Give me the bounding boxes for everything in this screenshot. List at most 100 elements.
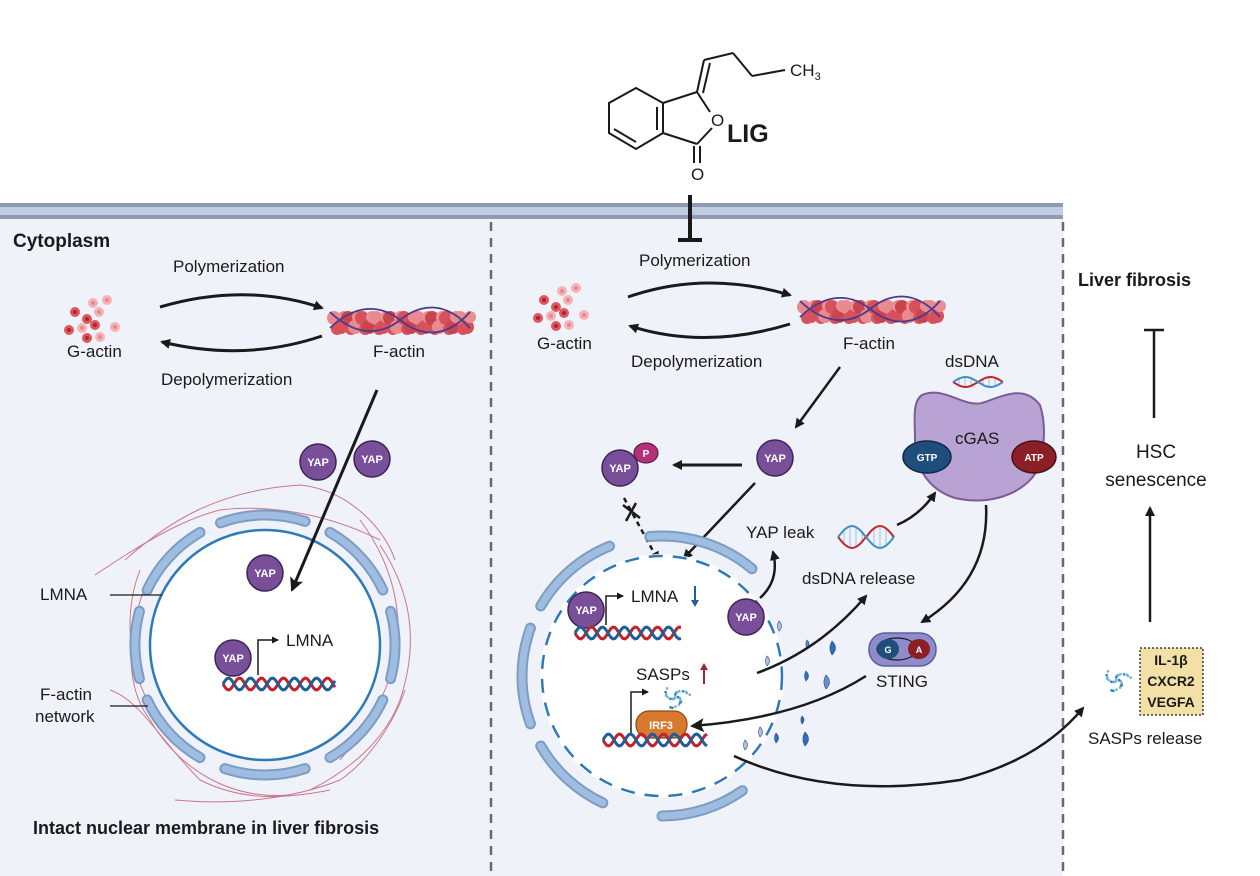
- f-actin-label-left: F-actin: [373, 342, 425, 361]
- particle: [677, 703, 681, 706]
- dsdna-label: dsDNA: [945, 352, 1000, 371]
- released-dsdna-icon: [837, 524, 895, 550]
- yap-circle: [727, 598, 765, 636]
- particle: [1114, 680, 1118, 683]
- f-actin-strand: [799, 295, 941, 321]
- sting-to-irf3-arrow: [690, 674, 867, 733]
- liver-fibrosis-label: Liver fibrosis: [1078, 270, 1191, 290]
- gtp-molecule: [902, 440, 952, 474]
- dsdna-release-label: dsDNA release: [802, 569, 915, 588]
- lamina-fragment: [777, 620, 782, 632]
- lig-carbonyl-oxygen: O: [691, 165, 704, 184]
- particle: [1105, 673, 1108, 677]
- atp-label: ATP: [1024, 453, 1044, 464]
- yap-leak-label: YAP leak: [746, 523, 815, 542]
- lig-label: LIG: [727, 120, 769, 148]
- dna-strand: [221, 676, 337, 692]
- particle: [688, 693, 691, 696]
- depolymerization-label-left: Depolymerization: [161, 370, 292, 389]
- sting-g-subunit: [877, 639, 899, 659]
- lmna-gene-label-left: LMNA: [286, 631, 334, 650]
- cell-membrane: [0, 203, 1063, 219]
- sasps-release-label: SASPs release: [1088, 729, 1202, 748]
- sasp-factor-item: VEGFA: [1147, 694, 1194, 710]
- particle: [1117, 678, 1121, 682]
- particle: [1112, 680, 1116, 684]
- nuclear-envelope-ruptured: [540, 554, 784, 798]
- sasps-up-arrow-icon: [700, 663, 708, 684]
- yap-circle: [601, 449, 639, 487]
- yap-protein-icon: YAP: [567, 591, 605, 629]
- yap-label: YAP: [609, 463, 631, 475]
- lamina-fragment: [765, 655, 770, 667]
- lmna-callout-label: LMNA: [40, 585, 88, 604]
- f-actin-bead: [930, 309, 944, 323]
- sasp-factors-box: [1139, 647, 1204, 716]
- particle: [1110, 680, 1113, 684]
- yap-circle: [214, 639, 252, 677]
- transcription-arrow-left: [257, 636, 279, 675]
- lamina-fragment: [804, 670, 809, 682]
- dna-strand: [601, 732, 708, 748]
- dna-helix-left: [221, 676, 337, 692]
- f-actin-filament-icon: [797, 295, 946, 324]
- irf3-protein: [635, 710, 688, 739]
- particle: [1118, 686, 1122, 689]
- particle: [669, 706, 672, 709]
- gtp-label: GTP: [917, 453, 938, 464]
- f-actin-filament-icon: [327, 306, 476, 335]
- particle: [665, 687, 669, 690]
- cgas-enzyme: [913, 391, 1045, 502]
- particle: [1129, 676, 1132, 679]
- particle: [1115, 688, 1118, 691]
- particle: [679, 698, 682, 702]
- left-panel-caption: Intact nuclear membrane in liver fibrosi…: [33, 818, 379, 838]
- sasp-particles-icon: [664, 687, 691, 710]
- lig-inhibition-arrow: [678, 195, 702, 242]
- lamina-fragment: [800, 715, 805, 725]
- inhibition-arrow-hsc-to-fibrosis: [1144, 328, 1164, 418]
- yap-circle: [299, 443, 337, 481]
- f-actin-network-label-line1: F-actin: [40, 685, 92, 704]
- yap-label: YAP: [307, 457, 329, 469]
- sasp-factor-item: CXCR2: [1147, 673, 1195, 689]
- particle: [1126, 674, 1130, 678]
- factin-to-nucleus-arrow-left: [290, 389, 379, 592]
- particle: [678, 689, 681, 693]
- particle: [669, 697, 672, 701]
- lmna-down-arrow-icon: [691, 586, 699, 607]
- yap-circle: [246, 554, 284, 592]
- particle: [674, 705, 677, 708]
- particle: [678, 701, 682, 704]
- cgas-to-sting-arrow: [920, 504, 988, 624]
- particle: [671, 697, 675, 701]
- particle: [1106, 676, 1109, 679]
- yap-label: YAP: [222, 653, 244, 665]
- depolymerization-arrow-mid: [628, 322, 791, 340]
- polymerization-label-mid: Polymerization: [639, 251, 751, 270]
- lmna-gene-label-mid: LMNA: [631, 587, 679, 606]
- particle: [1122, 673, 1126, 676]
- yap-circle: [567, 591, 605, 629]
- particle: [1117, 674, 1120, 677]
- lamina-segments-ruptured: [516, 530, 758, 822]
- leaking-yap-icon: YAP: [727, 598, 765, 636]
- sting-a-label: A: [916, 645, 923, 655]
- yap-leak-arrow: [759, 550, 780, 599]
- lig-ch3-label: CH3: [790, 61, 821, 83]
- sting-g-label: G: [884, 645, 891, 655]
- particle: [1119, 684, 1123, 687]
- dsdna-to-cgas-arrow: [896, 491, 937, 527]
- yap-protein-icon: YAP: [214, 639, 252, 677]
- lig-chemical-structure: [608, 52, 786, 163]
- sasp-particles-icon: [1105, 670, 1132, 693]
- phospho-yap-icon: YAP: [601, 449, 639, 487]
- factin-to-yap-arrow: [794, 366, 842, 429]
- particle: [676, 695, 680, 699]
- yap-label: YAP: [254, 568, 276, 580]
- hsc-label-line1: HSC: [1136, 442, 1176, 463]
- yap-label: YAP: [361, 454, 383, 466]
- particle: [664, 690, 667, 694]
- irf3-label: IRF3: [649, 720, 673, 732]
